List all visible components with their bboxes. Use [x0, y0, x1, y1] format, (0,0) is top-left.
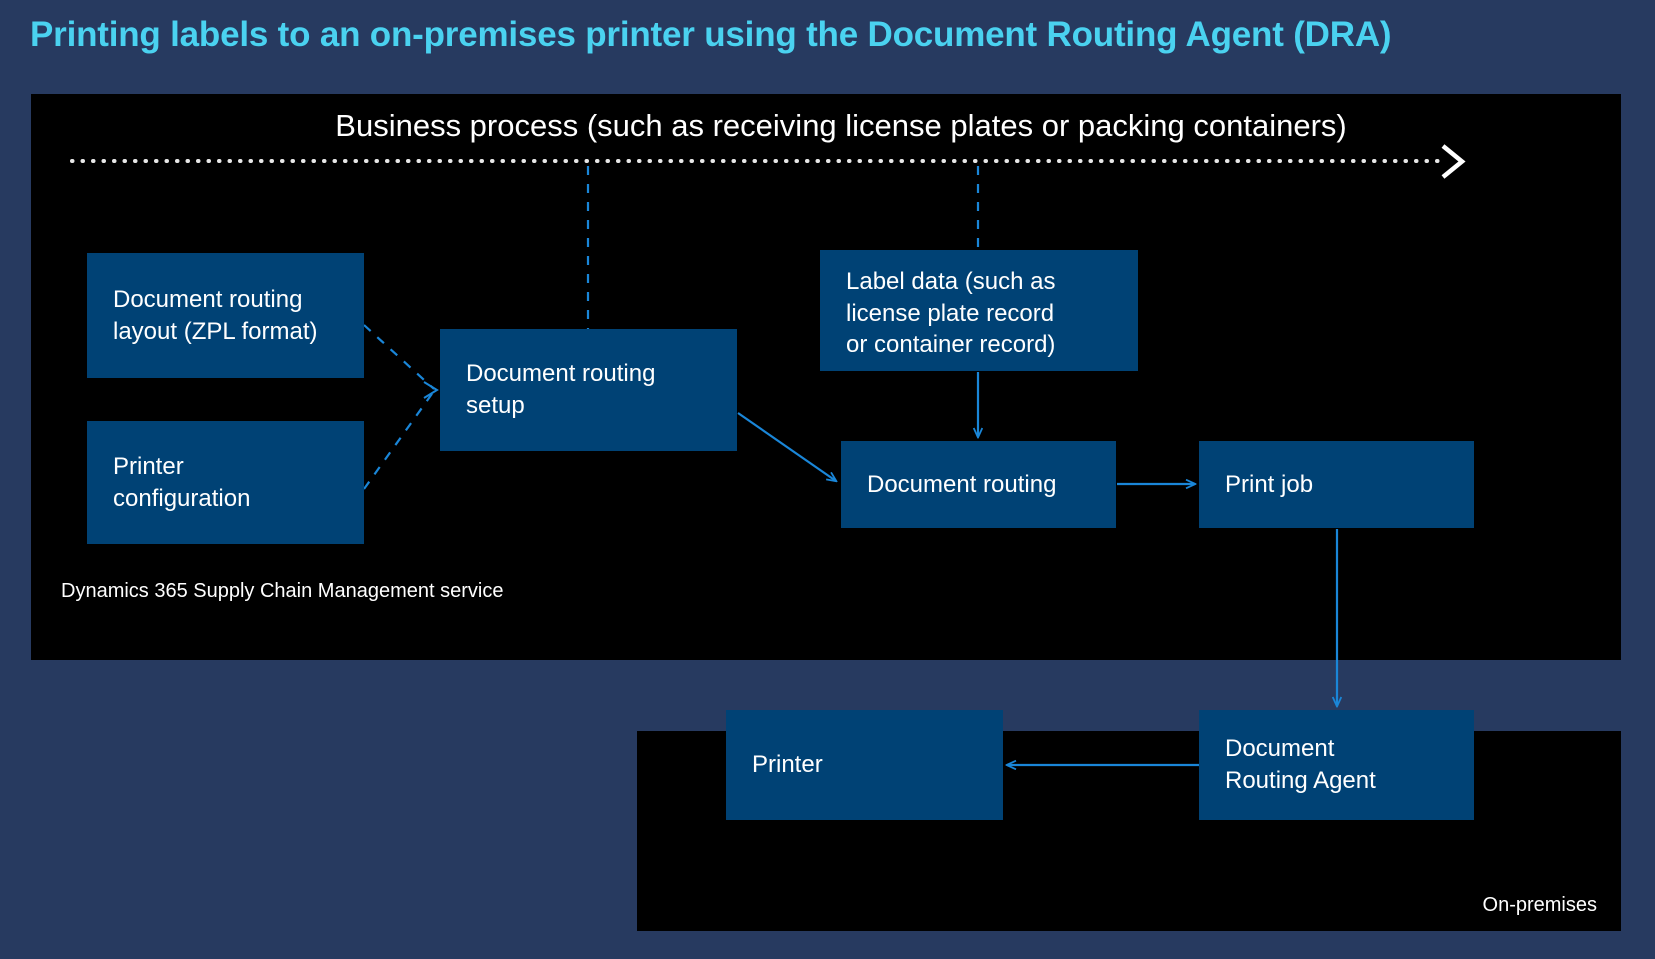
node-printer[interactable]: Printer	[726, 710, 1003, 820]
node-document-routing-agent[interactable]: Document Routing Agent	[1199, 710, 1474, 820]
page-title: Printing labels to an on-premises printe…	[30, 15, 1392, 54]
node-printer-configuration[interactable]: Printer configuration	[87, 421, 364, 544]
on-premises-caption: On-premises	[1482, 894, 1597, 916]
node-document-routing-layout[interactable]: Document routing layout (ZPL format)	[87, 253, 364, 378]
cloud-panel-caption: Dynamics 365 Supply Chain Management ser…	[61, 580, 504, 602]
node-label-data[interactable]: Label data (such as license plate record…	[820, 250, 1138, 371]
business-process-heading: Business process (such as receiving lice…	[335, 108, 1347, 143]
node-document-routing-setup[interactable]: Document routing setup	[440, 329, 737, 451]
node-document-routing[interactable]: Document routing	[841, 441, 1116, 528]
node-print-job[interactable]: Print job	[1199, 441, 1474, 528]
